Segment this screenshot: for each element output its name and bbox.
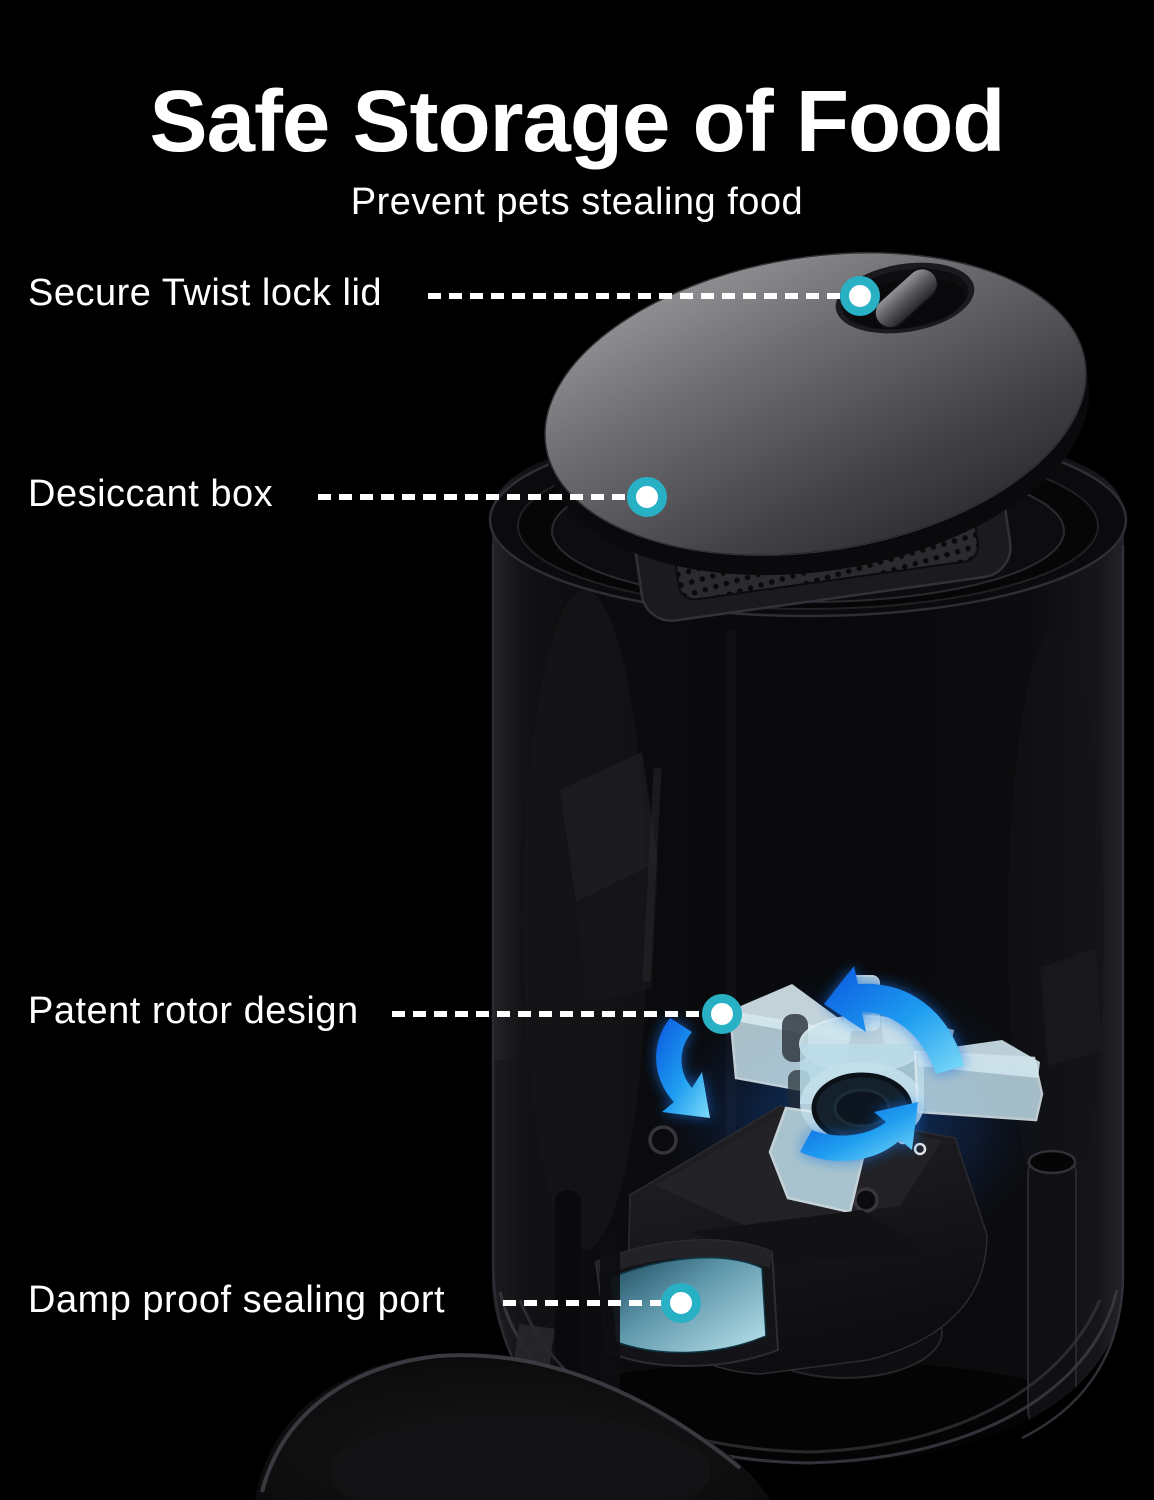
- twist-lock-lid: [544, 251, 1090, 576]
- teal-dot-marker: [702, 994, 742, 1034]
- callout-dash-line: [392, 1011, 703, 1017]
- rotation-arrows: [656, 966, 964, 1162]
- callout-dash-line: [318, 494, 628, 500]
- callout-label-twist-lock-lid: Secure Twist lock lid: [28, 272, 383, 314]
- teal-dot-marker: [661, 1283, 701, 1323]
- teal-dot-marker: [627, 477, 667, 517]
- page-subtitle: Prevent pets stealing food: [350, 181, 804, 223]
- teal-dot-marker: [840, 276, 880, 316]
- callout-label-sealing-port: Damp proof sealing port: [28, 1279, 446, 1321]
- callout-dash-line: [503, 1300, 662, 1306]
- callout-dash-line: [428, 293, 841, 299]
- page-title: Safe Storage of Food: [149, 73, 1006, 170]
- callout-label-desiccant-box: Desiccant box: [28, 473, 274, 515]
- callout-label-rotor-design: Patent rotor design: [28, 990, 359, 1032]
- food-bowl: [255, 1323, 770, 1500]
- interior-pillars: [555, 1149, 1077, 1433]
